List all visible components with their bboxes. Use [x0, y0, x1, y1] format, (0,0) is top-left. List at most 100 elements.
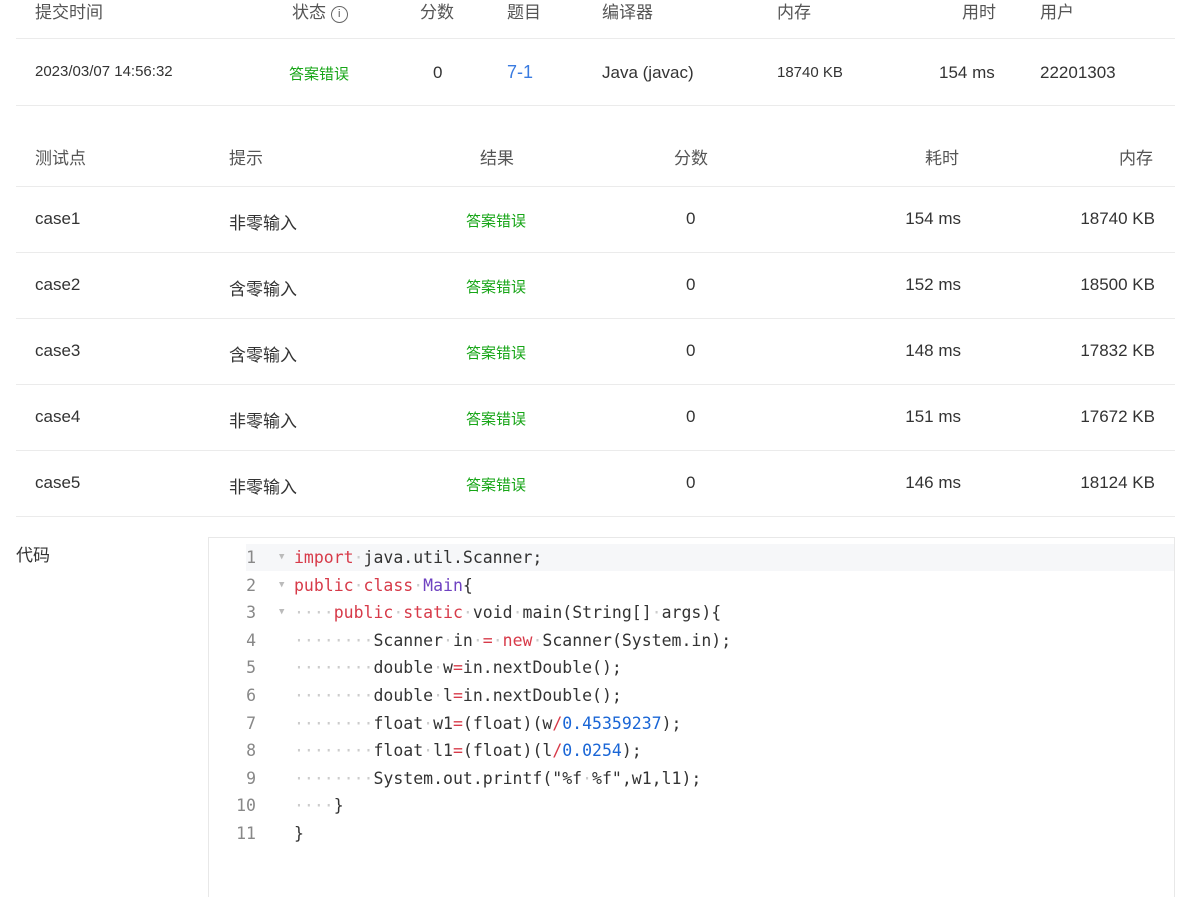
- code-token: in: [452, 630, 473, 650]
- code-text: import·java.util.Scanner;: [294, 544, 542, 571]
- header-time: 提交时间: [35, 3, 103, 22]
- code-token: /: [552, 713, 563, 733]
- code-line: 2▼public·class·Main{: [209, 572, 1174, 599]
- line-number: 3: [246, 603, 256, 623]
- case-score: 0: [686, 407, 696, 426]
- case-score: 0: [686, 275, 696, 294]
- header-compiler: 编译器: [602, 3, 653, 22]
- code-token: {: [462, 575, 473, 595]
- case-memory: 18740 KB: [1080, 209, 1155, 228]
- header-duration: 用时: [962, 3, 996, 22]
- case-time: 146 ms: [905, 473, 961, 492]
- case-memory: 18500 KB: [1080, 275, 1155, 294]
- code-token: ····: [294, 796, 334, 816]
- code-line: 10····}: [209, 792, 1174, 819]
- code-token: w: [443, 658, 453, 678]
- code-token: ········: [294, 658, 374, 678]
- code-token: Scanner: [373, 630, 444, 650]
- code-token: 0.45359237: [562, 713, 662, 733]
- case-time: 148 ms: [905, 341, 961, 360]
- code-line: 7········float·w1=(float)(w/0.45359237);: [209, 710, 1174, 737]
- code-token: class: [363, 575, 414, 595]
- code-token: );: [621, 741, 642, 761]
- line-number: 4: [246, 630, 256, 650]
- code-line: 5 ········double·w=in.nextDouble();: [209, 654, 1174, 681]
- line-number: 1: [246, 548, 256, 567]
- case-name: case5: [35, 473, 81, 492]
- code-token: float: [373, 741, 424, 761]
- case-result: 答案错误: [466, 279, 527, 296]
- code-token: }: [294, 824, 304, 843]
- code-token: ·: [393, 603, 404, 623]
- code-text: ········System.out.printf("%f·%f",w1,l1)…: [294, 765, 701, 792]
- user: 22201303: [1040, 63, 1116, 82]
- case-memory: 17672 KB: [1080, 407, 1155, 426]
- code-text: ········float·w1=(float)(w/0.45359237);: [294, 710, 681, 737]
- divider: [16, 516, 1175, 517]
- info-icon[interactable]: i: [330, 6, 348, 23]
- code-token: ·: [433, 686, 444, 705]
- code-token: =: [452, 686, 463, 705]
- code-token: l: [443, 686, 453, 705]
- case-memory: 17832 KB: [1080, 341, 1155, 360]
- header-case: 测试点: [35, 149, 86, 168]
- code-token: =: [482, 630, 493, 650]
- code-text: }: [294, 820, 304, 847]
- divider: [16, 252, 1175, 253]
- code-token: ·: [413, 575, 424, 595]
- code-token: ·: [651, 603, 662, 623]
- code-token: =: [452, 713, 463, 733]
- header-score: 分数: [420, 3, 454, 22]
- code-token: void: [472, 603, 513, 623]
- case-name: case2: [35, 275, 81, 294]
- line-number: 10: [236, 796, 256, 816]
- case-time: 151 ms: [905, 407, 961, 426]
- line-number: 5: [246, 658, 256, 678]
- code-token: ·: [472, 630, 483, 650]
- fold-arrow-icon[interactable]: ▼: [279, 579, 285, 590]
- case-result: 答案错误: [466, 411, 527, 428]
- case-score: 0: [686, 209, 696, 228]
- problem-link[interactable]: 7-1: [507, 62, 534, 82]
- header-result: 结果: [480, 149, 514, 168]
- case-hint: 非零输入: [229, 478, 297, 497]
- code-text: ········double·l=in.nextDouble();: [294, 682, 622, 709]
- compiler: Java (javac): [602, 63, 694, 82]
- divider: [16, 318, 1175, 319]
- divider: [16, 38, 1175, 39]
- divider: [16, 105, 1175, 106]
- duration: 154 ms: [939, 63, 995, 82]
- code-token: public: [333, 603, 394, 623]
- code-token: w1: [433, 713, 453, 733]
- code-line: 3▼····public·static·void·main(String[]·a…: [209, 599, 1174, 626]
- code-line: 4········Scanner·in·=·new·Scanner(System…: [209, 627, 1174, 654]
- code-token: in.nextDouble();: [462, 686, 622, 705]
- code-token: ········: [294, 713, 374, 733]
- divider: [16, 384, 1175, 385]
- case-result: 答案错误: [466, 477, 527, 494]
- header-memory: 内存: [1119, 149, 1153, 168]
- code-token: ····: [294, 603, 334, 623]
- code-token: args){: [661, 603, 722, 623]
- case-hint: 非零输入: [229, 214, 297, 233]
- fold-arrow-icon[interactable]: ▼: [279, 607, 285, 618]
- code-label: 代码: [16, 546, 50, 565]
- code-viewer[interactable]: 1▼import·java.util.Scanner;2▼public·clas…: [208, 537, 1175, 897]
- code-token: ·: [423, 741, 434, 761]
- line-number: 2: [246, 575, 256, 595]
- case-result: 答案错误: [466, 213, 527, 230]
- case-time: 154 ms: [905, 209, 961, 228]
- code-text: ········double·w=in.nextDouble();: [294, 654, 622, 681]
- line-number: 6: [246, 686, 256, 705]
- case-result: 答案错误: [466, 345, 527, 362]
- score: 0: [433, 63, 443, 82]
- code-line: 1 ▼ import·java.util.Scanner;: [209, 544, 1174, 571]
- header-score: 分数: [674, 149, 708, 168]
- fold-arrow-icon[interactable]: ▼: [279, 552, 285, 562]
- line-number: 11: [236, 824, 256, 843]
- code-token: ·: [353, 548, 364, 567]
- case-hint: 非零输入: [229, 412, 297, 431]
- header-time: 耗时: [925, 149, 959, 168]
- case-name: case1: [35, 209, 81, 228]
- code-token: float: [373, 713, 424, 733]
